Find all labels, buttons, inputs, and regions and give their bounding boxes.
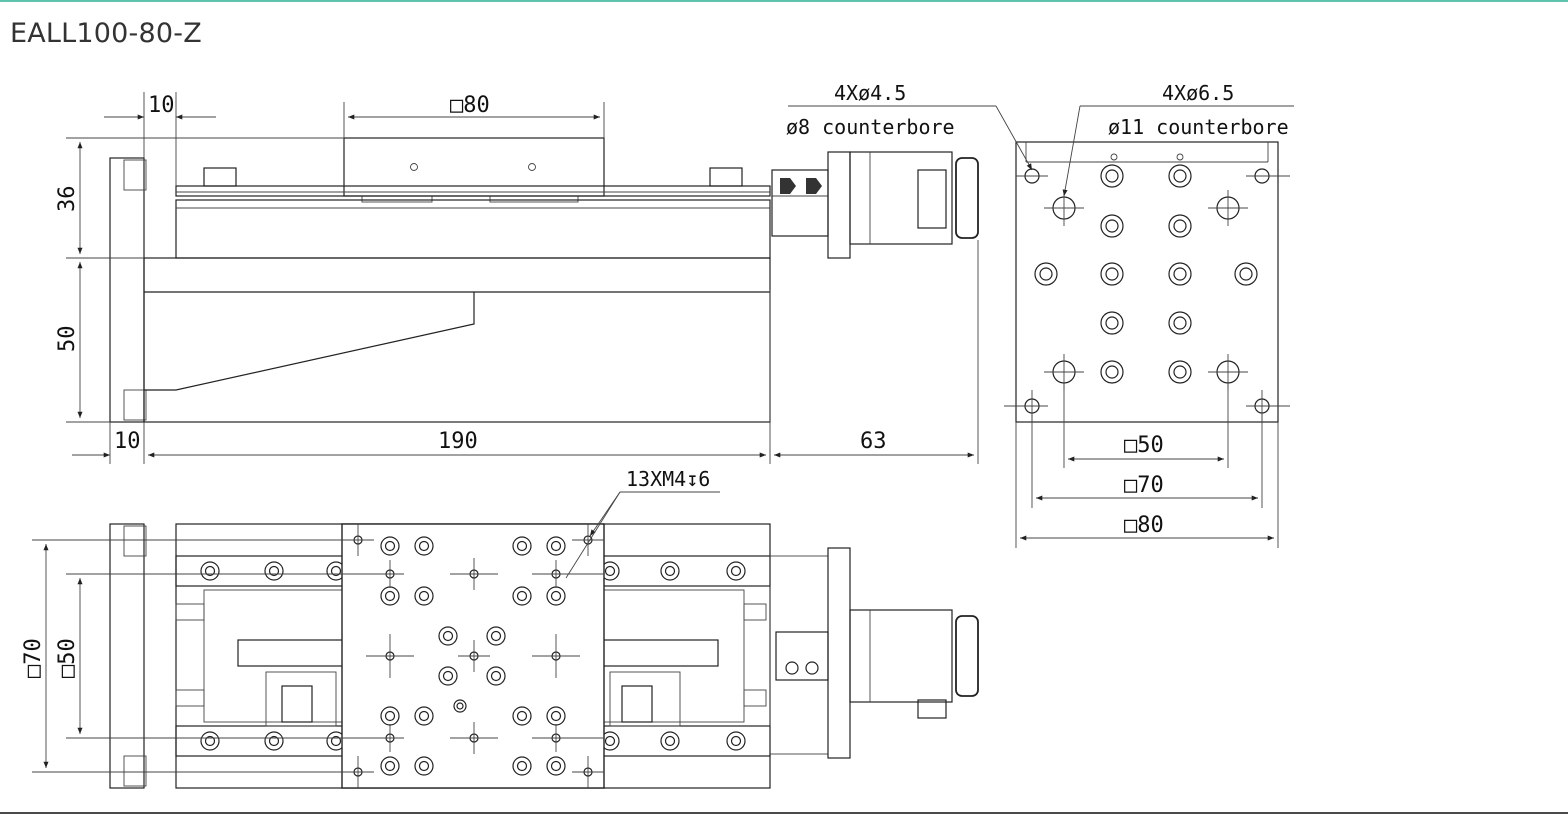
hole-spec-1-count: 4Xø4.5 bbox=[834, 81, 906, 105]
end-view: 4Xø4.5 ø8 counterbore 4Xø6.5 ø11 counter… bbox=[786, 81, 1294, 548]
side-carriage bbox=[343, 137, 605, 197]
dim-end-middle: □70 bbox=[1124, 473, 1164, 498]
dim-end-outer: □80 bbox=[1124, 513, 1164, 538]
dim-left-base: 10 bbox=[114, 429, 141, 454]
top-knob bbox=[955, 615, 979, 697]
top-view: 13XM4↧6 □70 □50 bbox=[21, 467, 979, 789]
dim-body-length: 190 bbox=[438, 429, 478, 454]
end-plate bbox=[1015, 141, 1279, 423]
dim-top-outer: □70 bbox=[21, 638, 46, 678]
side-motor bbox=[849, 151, 953, 245]
side-lower-body bbox=[143, 257, 771, 423]
bottom-rule bbox=[0, 812, 1568, 814]
dim-motor-length: 63 bbox=[860, 429, 887, 454]
hole-spec-1-counterbore: ø8 counterbore bbox=[786, 115, 955, 139]
side-upper-body bbox=[175, 199, 771, 259]
end-holes bbox=[1034, 164, 1258, 384]
page-title: EALL100-80-Z bbox=[10, 18, 202, 49]
dim-table-width: □80 bbox=[450, 93, 490, 118]
thread-spec: 13XM4↧6 bbox=[626, 467, 710, 491]
top-coupling bbox=[775, 631, 829, 681]
side-base-plate bbox=[109, 157, 145, 423]
dim-lower-height: 50 bbox=[55, 326, 80, 353]
end-through-holes bbox=[1004, 168, 1290, 422]
top-table-holes bbox=[380, 536, 566, 776]
dim-top-inner: □50 bbox=[55, 638, 80, 678]
top-accent-line bbox=[0, 0, 1568, 2]
dim-top-offset: 10 bbox=[148, 93, 175, 118]
dim-end-inner: □50 bbox=[1124, 433, 1164, 458]
top-base-plate bbox=[109, 523, 145, 789]
top-rail-bolts bbox=[200, 561, 746, 751]
side-knob bbox=[955, 157, 979, 239]
dim-upper-height: 36 bbox=[55, 186, 80, 213]
hole-spec-2-counterbore: ø11 counterbore bbox=[1108, 115, 1289, 139]
side-view: 10 □80 36 50 10 190 63 bbox=[55, 92, 979, 464]
top-thread-holes bbox=[336, 524, 604, 788]
hole-spec-2-count: 4Xø6.5 bbox=[1162, 81, 1234, 105]
top-motor bbox=[849, 609, 953, 703]
